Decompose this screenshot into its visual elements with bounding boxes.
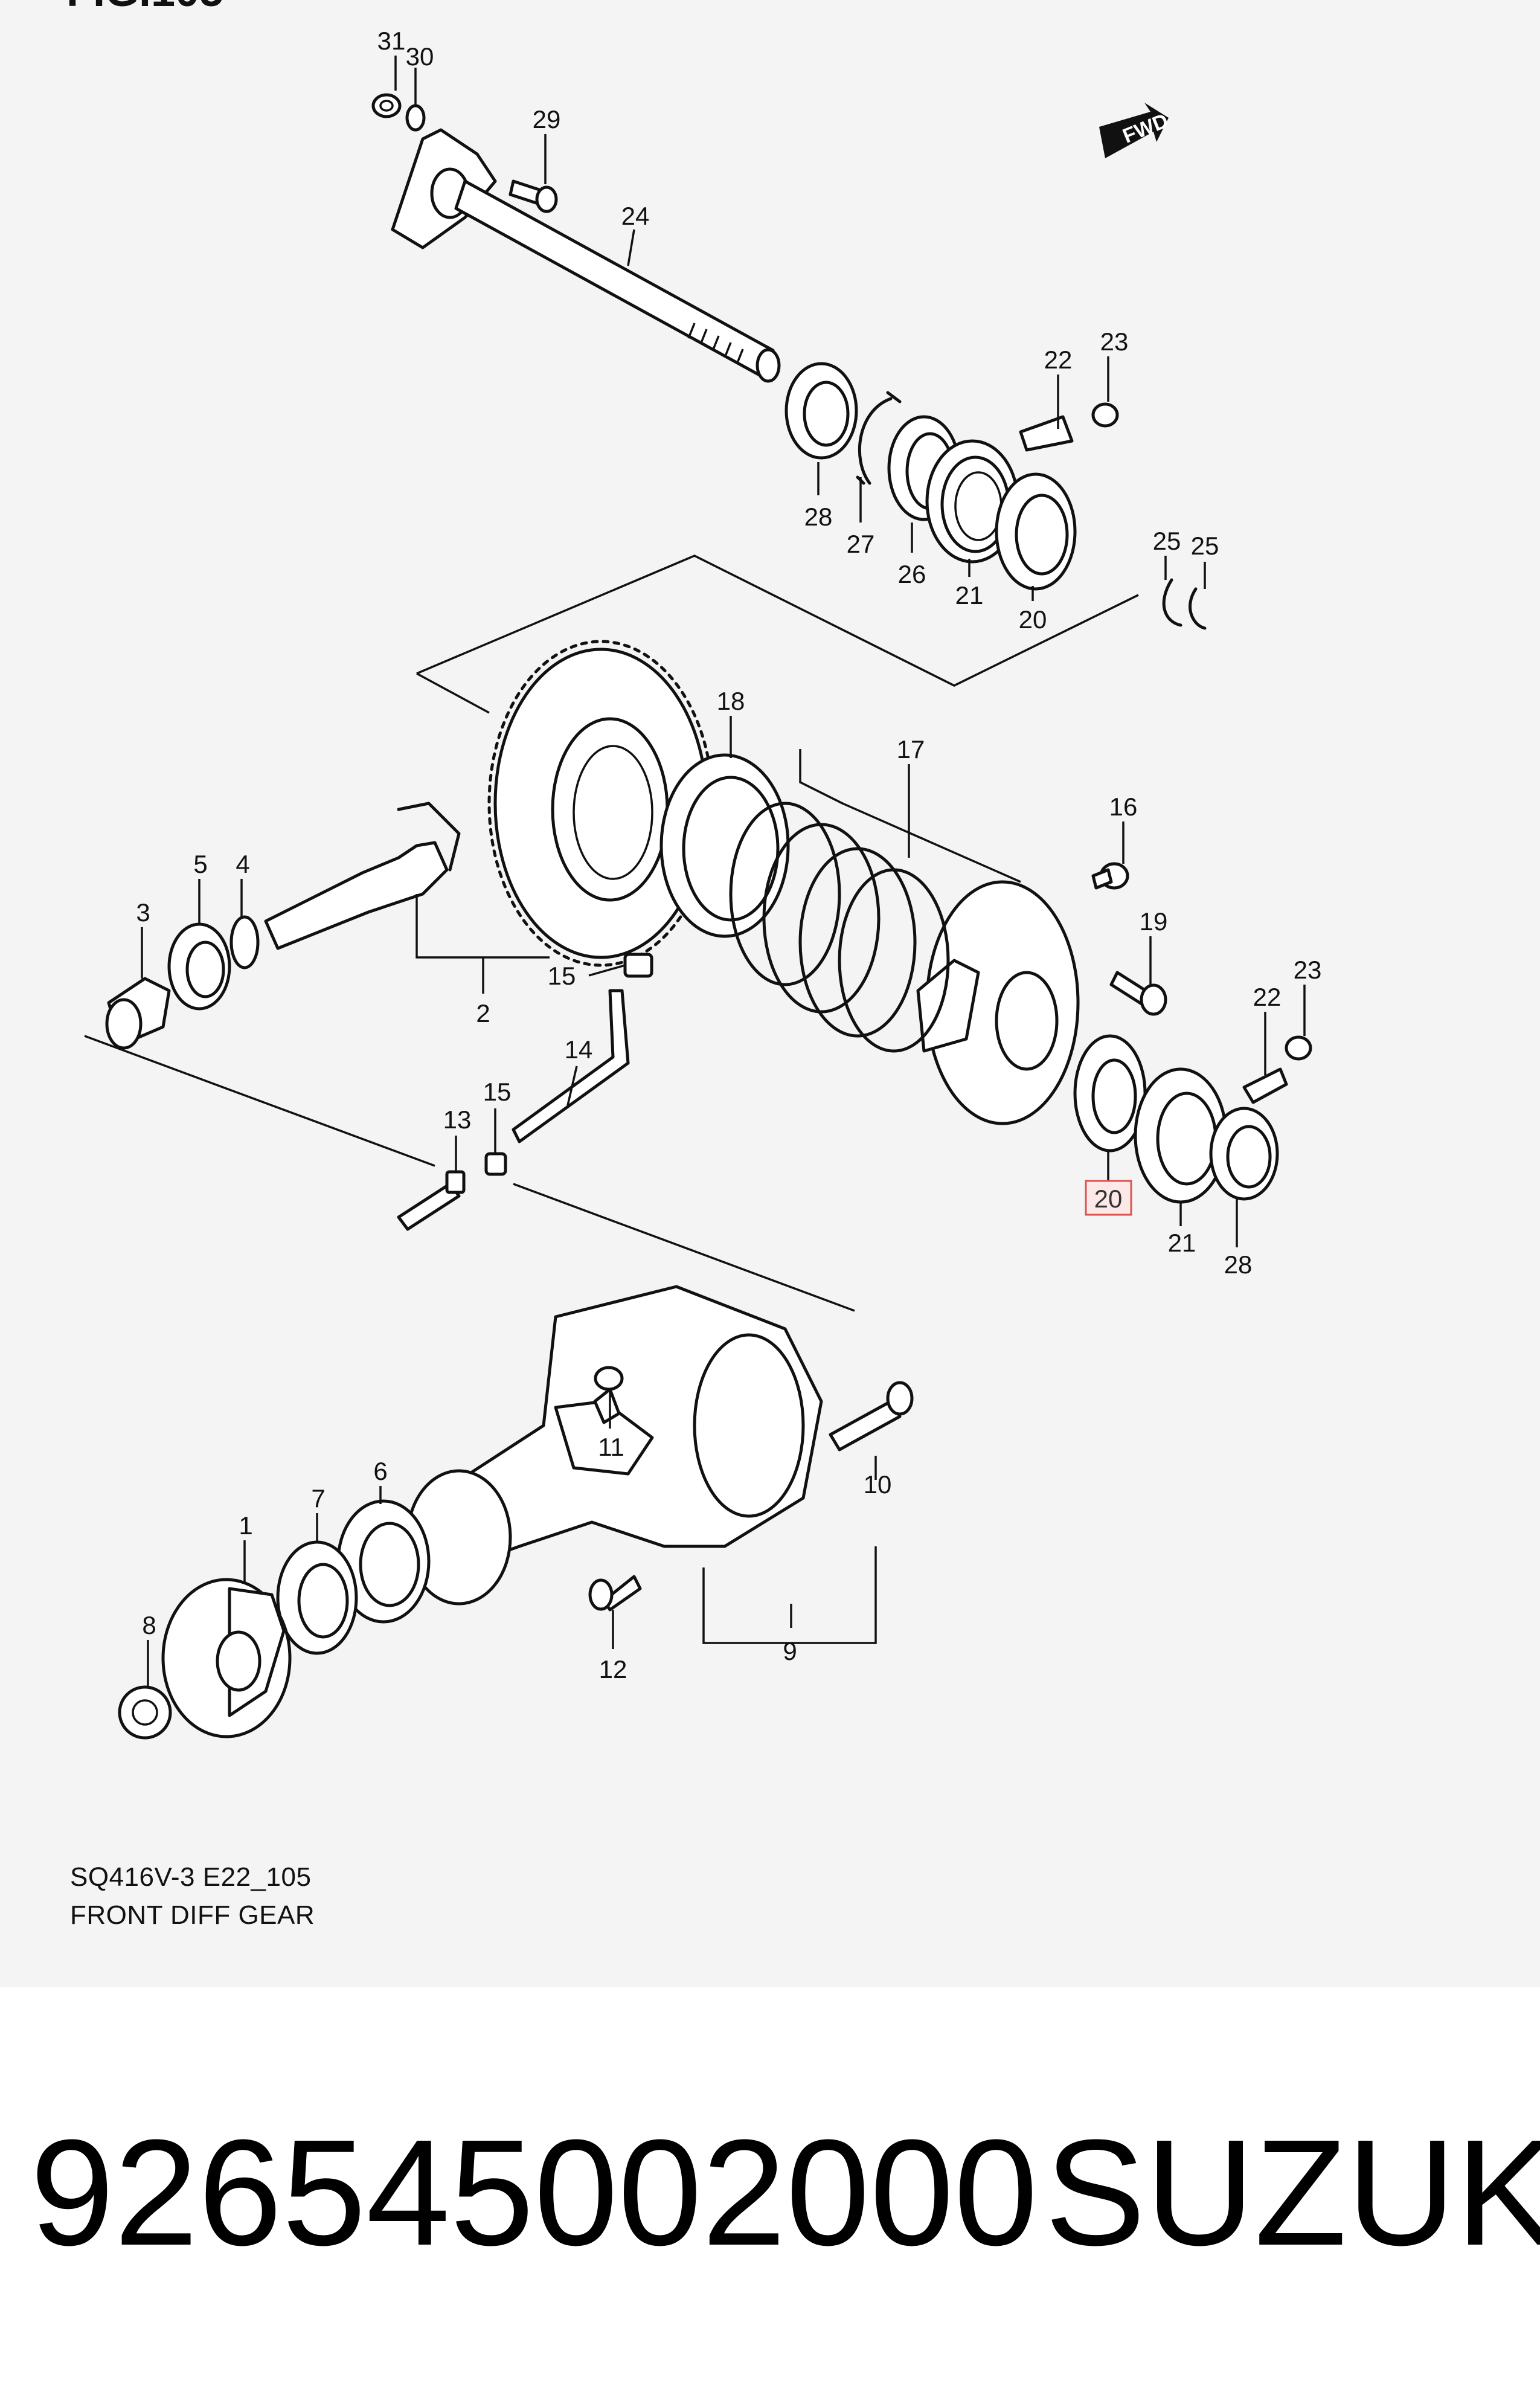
callout-25b: 25 xyxy=(1191,532,1219,560)
callout-27: 27 xyxy=(847,530,875,558)
differential-case xyxy=(916,880,1080,1125)
callout-2: 2 xyxy=(476,999,490,1027)
group-line-housing xyxy=(513,1183,855,1312)
callout-12: 12 xyxy=(599,1655,627,1683)
group-line-bolts xyxy=(702,1546,877,1644)
callout-24: 24 xyxy=(621,202,650,230)
callout-30: 30 xyxy=(406,42,434,71)
callout-18: 18 xyxy=(717,687,745,715)
footer xyxy=(0,1993,1540,2392)
part-number: 926545002000 xyxy=(30,2108,1038,2277)
callout-7: 7 xyxy=(311,1484,325,1513)
callout-1: 1 xyxy=(239,1511,252,1540)
companion-flange-1 xyxy=(161,1578,292,1738)
leader-lines xyxy=(141,56,1306,1688)
callout-20-lower-highlight: 20 xyxy=(1085,1180,1132,1216)
callout-11: 11 xyxy=(598,1433,624,1461)
callout-21-upper: 21 xyxy=(955,581,984,609)
bolt-23-lower xyxy=(1285,1035,1312,1061)
callout-23-lower: 23 xyxy=(1294,956,1322,984)
diagram-code: SQ416V-3 E22_105 xyxy=(70,1862,312,1892)
callout-26: 26 xyxy=(898,560,926,588)
nut-8 xyxy=(118,1685,172,1740)
group-line-upper xyxy=(416,555,1139,687)
pinion-shaft xyxy=(264,841,449,950)
callout-31: 31 xyxy=(377,27,406,55)
diff-housing-assembly xyxy=(118,1285,914,1740)
bearing-18 xyxy=(659,753,790,938)
callout-23-upper: 23 xyxy=(1100,327,1129,356)
fwd-arrow-icon: FWD xyxy=(1099,103,1172,158)
callout-22-upper: 22 xyxy=(1044,346,1073,374)
bearing-5 xyxy=(167,922,231,1011)
callout-22-lower: 22 xyxy=(1253,983,1282,1011)
diagram-drawing: FIG.105 FWD xyxy=(66,0,1322,1740)
oil-seal-7 xyxy=(276,1540,358,1655)
oil-seal-28-lower xyxy=(1209,1107,1279,1201)
callout-20-upper: 20 xyxy=(1019,605,1047,634)
bolt-11 xyxy=(593,1366,624,1424)
group-line-diff xyxy=(799,749,1021,883)
fig-label: FIG.105 xyxy=(66,0,223,16)
clip-25a xyxy=(1162,578,1182,627)
ring-gear-assembly xyxy=(105,640,1312,1231)
oil-seal-28-upper xyxy=(784,362,858,460)
callout-29: 29 xyxy=(533,105,561,133)
callout-28-lower: 28 xyxy=(1224,1250,1253,1279)
bolt-19 xyxy=(1109,971,1167,1016)
callout-28-upper: 28 xyxy=(804,503,833,531)
washer-30 xyxy=(405,104,426,132)
hose-clip-15-upper xyxy=(623,953,653,978)
axle-shaft-24 xyxy=(454,179,775,379)
callout-5: 5 xyxy=(193,850,207,878)
lock-plate-22-upper xyxy=(1019,415,1074,452)
callout-8: 8 xyxy=(142,1611,156,1639)
group-line-mid-left xyxy=(84,1035,435,1167)
bolt-12 xyxy=(588,1575,642,1612)
bolt-10 xyxy=(829,1381,914,1452)
callout-10: 10 xyxy=(864,1470,892,1499)
callout-15-lower: 15 xyxy=(483,1078,512,1106)
callout-19: 19 xyxy=(1140,907,1168,936)
spacer-4 xyxy=(229,915,260,969)
callout-9: 9 xyxy=(783,1637,797,1665)
brand-name: SUZUKI xyxy=(1045,2108,1540,2277)
callout-21-lower: 21 xyxy=(1168,1229,1196,1257)
bolt-29 xyxy=(509,179,558,213)
bearing-21-lower xyxy=(1134,1067,1228,1204)
breather-hose-14 xyxy=(512,989,630,1143)
clip-25b xyxy=(1189,587,1207,630)
callout-17: 17 xyxy=(897,735,925,764)
bearing-race-20-lower xyxy=(1073,1034,1147,1153)
exploded-parts-diagram: FIG.105 FWD xyxy=(0,0,1540,1987)
clutch-plates-17 xyxy=(729,802,950,1053)
callout-6: 6 xyxy=(373,1457,387,1485)
bolt-16 xyxy=(1091,862,1129,890)
callout-16: 16 xyxy=(1109,793,1138,821)
callout-15-upper: 15 xyxy=(548,962,576,990)
callout-14: 14 xyxy=(565,1035,593,1064)
collar-3 xyxy=(105,977,171,1050)
hose-clip-15-lower xyxy=(484,1152,507,1176)
callout-20-lower: 20 xyxy=(1094,1185,1123,1213)
diagram-title: FRONT DIFF GEAR xyxy=(70,1900,315,1930)
nut-31 xyxy=(371,93,402,118)
breather-plug-13 xyxy=(397,1170,466,1231)
bearing-race-20-upper xyxy=(995,472,1077,591)
axle-shaft-assembly xyxy=(371,93,1207,630)
callout-4: 4 xyxy=(236,850,249,878)
lock-plate-22-lower xyxy=(1242,1067,1288,1104)
callout-13: 13 xyxy=(443,1105,472,1134)
callout-3: 3 xyxy=(136,898,150,927)
group-line-pinion xyxy=(415,894,550,959)
callout-25a: 25 xyxy=(1153,527,1181,555)
bearing-6 xyxy=(336,1499,431,1624)
bolt-23-upper xyxy=(1091,402,1119,428)
